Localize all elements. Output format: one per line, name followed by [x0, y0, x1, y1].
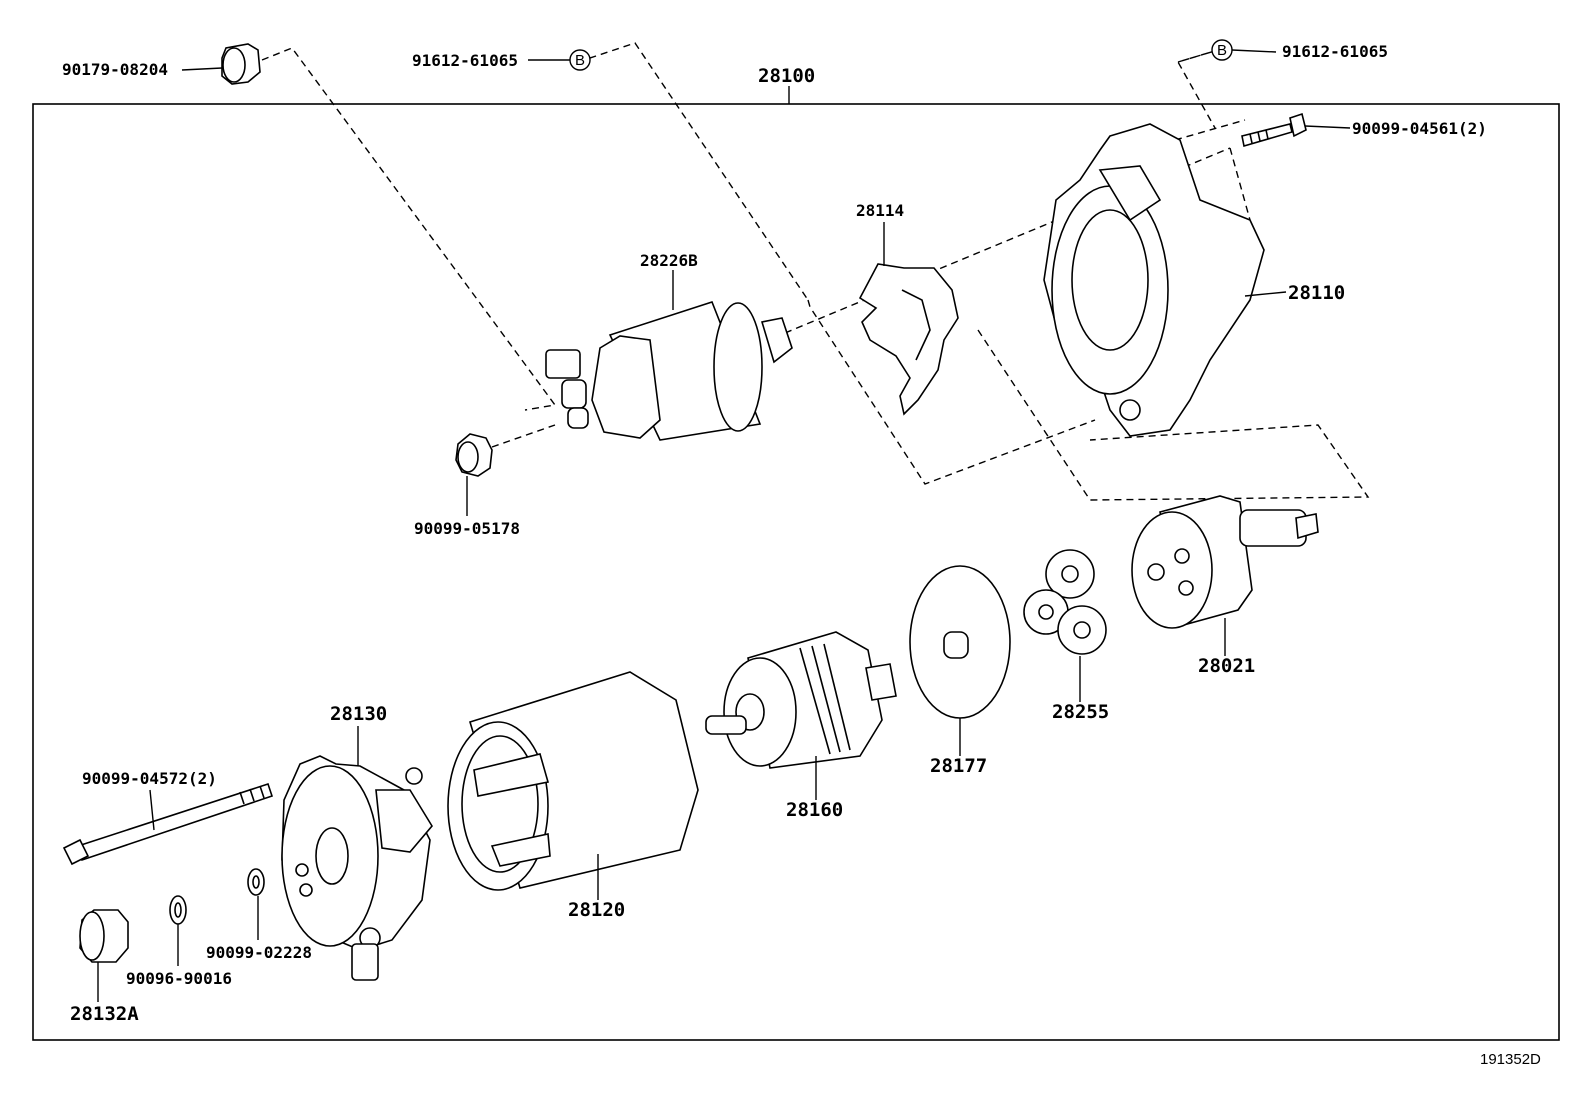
nut-90099-05178 — [455, 433, 493, 477]
assembly-frame — [32, 103, 1560, 1041]
ring-90096-90016 — [169, 895, 187, 925]
lever-28114 — [858, 263, 959, 416]
washer-90099-02228 — [247, 868, 265, 896]
symbol-b-circle-left — [569, 49, 591, 71]
part-label-91612-61065-right: 91612-61065 — [1282, 42, 1388, 61]
part-label-28021: 28021 — [1198, 655, 1255, 677]
part-label-90099-02228: 90099-02228 — [206, 943, 312, 962]
yoke-28120 — [447, 671, 699, 891]
gears-28255 — [1023, 549, 1107, 655]
clutch-28021 — [1131, 495, 1319, 629]
part-label-90179-08204: 90179-08204 — [62, 60, 168, 79]
end-cover-28130 — [281, 755, 433, 981]
symbol-b-left: B — [575, 52, 585, 69]
part-label-28120: 28120 — [568, 899, 625, 921]
bolt-90099-04572 — [62, 782, 274, 866]
armature-28160 — [705, 631, 897, 769]
part-label-90099-04572: 90099-04572(2) — [82, 769, 217, 788]
part-label-28132A: 28132A — [70, 1003, 139, 1025]
cap-28132A — [79, 909, 129, 963]
nut-90179-08204 — [221, 43, 261, 85]
plate-28177 — [909, 565, 1011, 719]
part-label-91612-61065-left: 91612-61065 — [412, 51, 518, 70]
symbol-b-right: B — [1217, 42, 1227, 59]
part-label-28110: 28110 — [1288, 282, 1345, 304]
solenoid-28226B — [545, 301, 793, 441]
part-label-28226B: 28226B — [640, 251, 698, 270]
part-label-28130: 28130 — [330, 703, 387, 725]
part-label-28160: 28160 — [786, 799, 843, 821]
part-label-90099-04561: 90099-04561(2) — [1352, 119, 1487, 138]
bolt-90099-04561 — [1241, 112, 1307, 148]
part-label-90096-90016: 90096-90016 — [126, 969, 232, 988]
part-label-28255: 28255 — [1052, 701, 1109, 723]
part-label-28114: 28114 — [856, 201, 904, 220]
part-label-90099-05178: 90099-05178 — [414, 519, 520, 538]
assembly-label: 28100 — [758, 65, 815, 87]
housing-28110 — [1043, 123, 1265, 437]
reference-code: 191352D — [1480, 1051, 1541, 1068]
part-label-28177: 28177 — [930, 755, 987, 777]
